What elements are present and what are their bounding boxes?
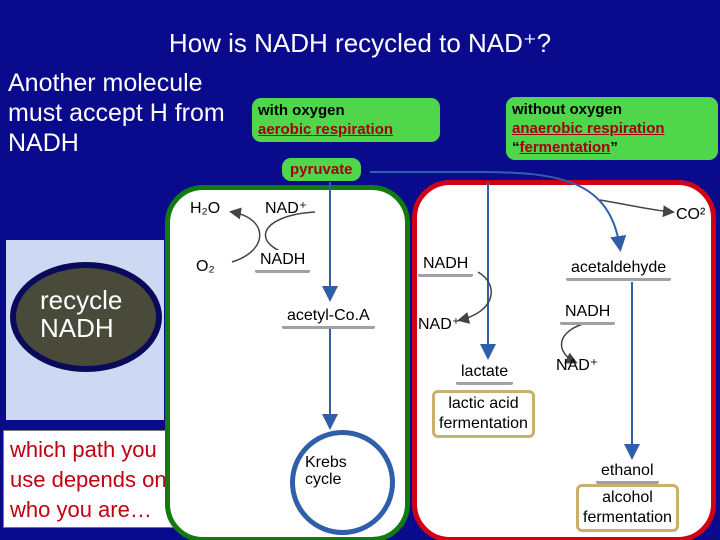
lactic-fermentation-box: lactic acid fermentation bbox=[432, 390, 535, 438]
lactate-label: lactate bbox=[456, 362, 514, 385]
lactic-line-2: fermentation bbox=[439, 415, 528, 432]
co2-arrow bbox=[599, 199, 675, 218]
alcohol-line-1: alcohol bbox=[602, 489, 653, 506]
lactic-line-1: lactic acid bbox=[448, 395, 519, 412]
which-path-line-2: use depends on bbox=[10, 467, 167, 492]
recycle-line-2: NADH bbox=[40, 313, 114, 343]
alcohol-line-2: fermentation bbox=[583, 509, 672, 526]
krebs-line-1: Krebs bbox=[305, 454, 347, 471]
recycle-line-1: recycle bbox=[40, 285, 123, 315]
pyruvate-label: pyruvate bbox=[290, 161, 353, 178]
nadh-label: NADH bbox=[255, 250, 311, 273]
anaerobic-tag-line-3: “fermentation” bbox=[512, 138, 712, 157]
anaerobic-tag-line-1: without oxygen bbox=[512, 101, 622, 118]
krebs-line-2: cycle bbox=[305, 471, 342, 488]
aerobic-tag-line-2: aerobic respiration bbox=[258, 121, 394, 138]
ethanol-label: ethanol bbox=[596, 461, 659, 484]
to-acetaldehyde-arrow bbox=[477, 171, 627, 252]
o2-label: O₂ bbox=[196, 258, 215, 275]
acetyl-coa-label: acetyl-Co.A bbox=[282, 306, 375, 329]
intro-line-2: must accept H from bbox=[8, 99, 225, 127]
anaerobic-tag: without oxygen anaerobic respiration “fe… bbox=[506, 97, 718, 160]
recycle-icon bbox=[10, 262, 162, 372]
acetaldehyde-label: acetaldehyde bbox=[566, 258, 672, 281]
quote-open: “ bbox=[512, 139, 520, 156]
nadh-left-label: NADH bbox=[418, 254, 474, 277]
aerobic-tag-line-1: with oxygen bbox=[258, 102, 345, 119]
intro-line-1: Another molecule bbox=[8, 69, 203, 97]
which-path-line-1: which path you bbox=[10, 437, 157, 462]
h2o-label: H₂O bbox=[190, 200, 221, 217]
aerobic-panel bbox=[165, 185, 410, 540]
quote-close: ” bbox=[610, 139, 618, 156]
anaerobic-tag-line-2: anaerobic respiration bbox=[512, 120, 665, 137]
krebs-label: Krebs cycle bbox=[305, 454, 347, 488]
o2-h2o-loop bbox=[229, 207, 261, 263]
co2-label: CO² bbox=[676, 206, 706, 223]
nad-plus-right-label: NAD⁺ bbox=[556, 357, 599, 374]
krebs-cycle-circle bbox=[290, 430, 395, 535]
aerobic-tag: with oxygen aerobic respiration bbox=[252, 98, 440, 142]
nad-plus-label: NAD⁺ bbox=[265, 200, 308, 217]
anaerobic-panel bbox=[412, 180, 716, 540]
pyruvate-tag: pyruvate bbox=[282, 158, 361, 181]
intro-line-3: NADH bbox=[8, 129, 79, 157]
fermentation-word: fermentation bbox=[519, 139, 611, 156]
slide-title: How is NADH recycled to NAD⁺? bbox=[168, 28, 552, 58]
nadh-to-nad-left-arrow bbox=[457, 271, 492, 324]
intro-text: Another molecule must accept H from NADH bbox=[8, 68, 225, 158]
recycle-label: recycle NADH bbox=[40, 286, 122, 342]
alcohol-fermentation-box: alcohol fermentation bbox=[576, 484, 679, 532]
nad-plus-left-label: NAD⁺ bbox=[418, 316, 461, 333]
which-path-line-3: who you are… bbox=[10, 497, 152, 522]
nadh-right-label: NADH bbox=[560, 302, 616, 325]
